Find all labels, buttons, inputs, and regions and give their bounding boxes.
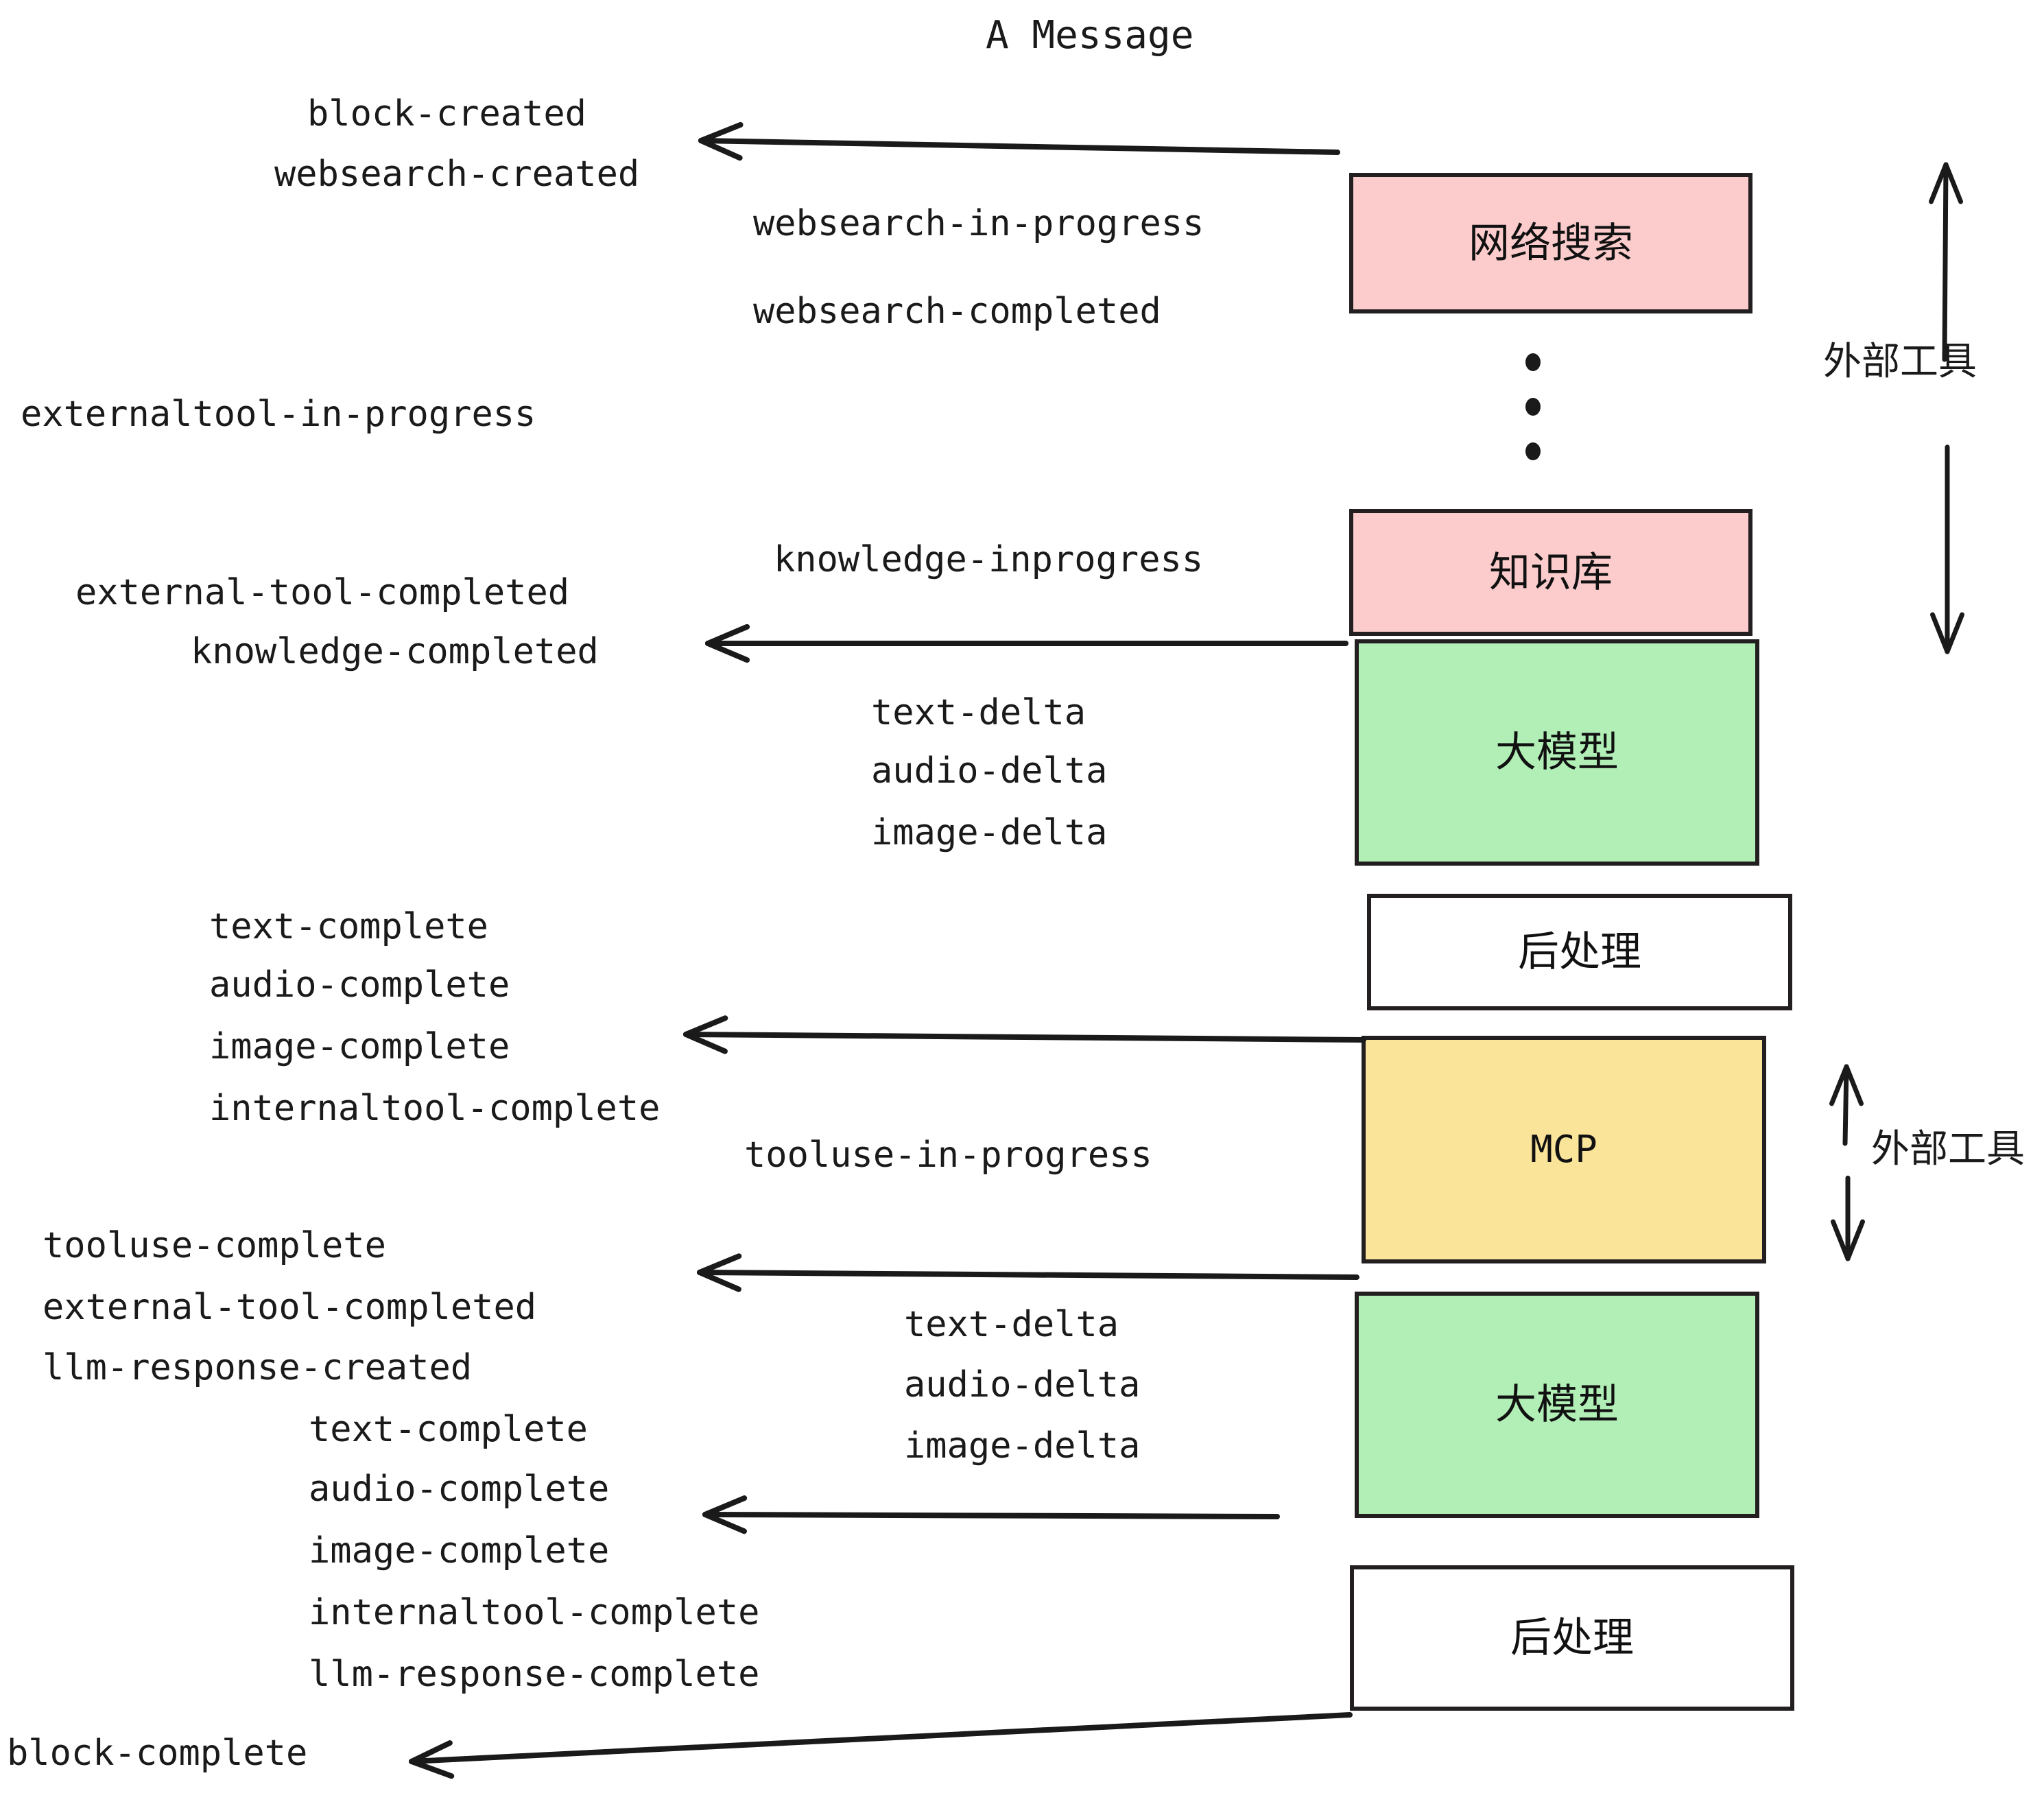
ellipsis-dot-icon <box>1525 442 1541 460</box>
box-postprocess-upper: 后处理 <box>1367 894 1792 1010</box>
event-label-internaltool-complete-1: internaltool-complete <box>209 1088 661 1129</box>
box-label: 大模型 <box>1495 728 1619 776</box>
box-label: 后处理 <box>1510 1614 1634 1662</box>
event-label-externaltool-in-progress: externaltool-in-progress <box>21 394 536 435</box>
event-label-image-complete-1: image-complete <box>209 1026 510 1067</box>
event-label-websearch-in-progress: websearch-in-progress <box>753 203 1204 244</box>
event-label-tooluse-complete: tooluse-complete <box>43 1225 386 1266</box>
event-label-tooluse-in-progress: tooluse-in-progress <box>744 1135 1152 1176</box>
event-label-text-delta-2: text-delta <box>904 1304 1119 1345</box>
bracket-external-tool-bracket-top <box>1928 162 1965 654</box>
arrow-arrow-image-complete <box>683 1015 1366 1054</box>
bracket-external-tool-bracket-bottom <box>1829 1064 1866 1261</box>
event-label-image-delta-2: image-delta <box>904 1425 1141 1467</box>
arrow-arrow-knowledge <box>705 624 1348 663</box>
arrow-arrow-tooluse-complete <box>697 1253 1359 1292</box>
ellipsis-dot-icon <box>1525 353 1541 371</box>
side-label-external-tool-top: 外部工具 <box>1823 340 1977 384</box>
event-label-block-created: block-created <box>307 93 586 134</box>
event-label-audio-complete-2: audio-complete <box>309 1469 610 1510</box>
box-label: 后处理 <box>1518 928 1641 976</box>
event-label-websearch-created: websearch-created <box>274 154 640 195</box>
box-label: 知识库 <box>1489 548 1613 597</box>
arrow-arrow-audio-complete <box>702 1495 1280 1534</box>
arrow-arrow-block-created <box>698 121 1340 161</box>
event-label-text-delta-1: text-delta <box>871 692 1086 733</box>
box-label: MCP <box>1530 1128 1597 1171</box>
box-knowledge-base: 知识库 <box>1349 509 1752 636</box>
event-label-llm-response-created: llm-response-created <box>43 1347 473 1388</box>
event-label-knowledge-inprogress: knowledge-inprogress <box>774 539 1204 580</box>
ellipsis-dot-icon <box>1525 398 1541 416</box>
side-label-external-tool-bottom: 外部工具 <box>1871 1127 2025 1172</box>
arrow-arrow-block-complete <box>409 1712 1353 1779</box>
box-postprocess-lower: 后处理 <box>1350 1565 1794 1711</box>
box-websearch: 网络搜索 <box>1349 173 1752 313</box>
event-label-image-delta-1: image-delta <box>871 812 1108 853</box>
box-llm-upper: 大模型 <box>1355 639 1759 866</box>
event-label-websearch-completed: websearch-completed <box>753 291 1161 332</box>
box-mcp: MCP <box>1362 1036 1766 1263</box>
event-label-block-complete: block-complete <box>7 1733 308 1774</box>
event-label-audio-complete-1: audio-complete <box>209 964 510 1006</box>
event-label-llm-response-complete: llm-response-complete <box>309 1654 760 1695</box>
page-title: A Message <box>986 13 1194 58</box>
event-label-external-tool-completed-2: external-tool-completed <box>43 1287 537 1328</box>
event-label-text-complete-2: text-complete <box>309 1409 588 1450</box>
box-label: 网络搜索 <box>1469 219 1633 268</box>
event-label-text-complete-1: text-complete <box>209 906 488 947</box>
box-llm-lower: 大模型 <box>1355 1292 1759 1518</box>
event-label-internaltool-complete-2: internaltool-complete <box>309 1592 760 1633</box>
event-label-external-tool-completed-1: external-tool-completed <box>75 572 570 613</box>
event-label-audio-delta-2: audio-delta <box>904 1364 1141 1405</box>
box-label: 大模型 <box>1495 1381 1619 1429</box>
event-label-audio-delta-1: audio-delta <box>871 750 1108 792</box>
event-label-image-complete-2: image-complete <box>309 1530 610 1571</box>
event-label-knowledge-completed: knowledge-completed <box>191 631 599 672</box>
